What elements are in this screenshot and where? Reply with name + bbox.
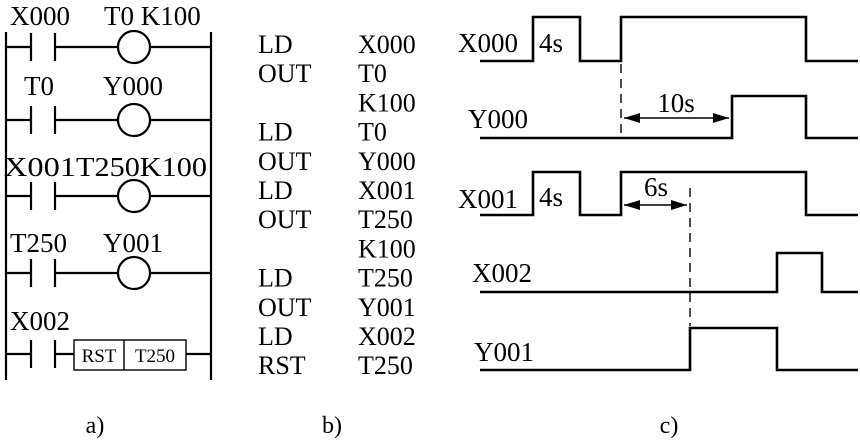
instruction-op: RST [258, 351, 306, 380]
ladder-rung-1: X000 T0 K100 [6, 1, 211, 65]
rung-wire [6, 33, 211, 61]
instruction-row: OUT Y001 [258, 293, 416, 322]
rst-instruction-label: RST [82, 346, 117, 367]
output-coil-y001 [116, 255, 152, 291]
arrow-right-icon [713, 113, 729, 123]
waveform-x000 [480, 15, 858, 63]
instruction-row: OUT T250 [258, 205, 413, 234]
instruction-arg: T250 [358, 264, 413, 293]
instruction-arg: X001 [358, 176, 416, 205]
instruction-op: LD [258, 322, 293, 351]
instruction-arg: Y001 [358, 293, 416, 322]
timing-diagram: X000 4s Y000 X001 4s X002 Y001 [458, 15, 858, 439]
rst-instruction-box [73, 339, 187, 371]
instruction-op: LD [258, 264, 293, 293]
signal-label-y000: Y000 [468, 104, 528, 134]
signal-y001: Y001 [474, 326, 858, 372]
instruction-row: LD T0 [258, 118, 387, 147]
signal-label-x000: X000 [458, 28, 518, 58]
instruction-arg: K100 [358, 88, 416, 117]
ladder-rung-4: T250 Y001 [6, 228, 211, 291]
instruction-row: OUT T0 [258, 59, 387, 88]
arrow-right-icon [671, 200, 687, 210]
instruction-op: OUT [258, 293, 312, 322]
coil-label-y000: Y000 [103, 71, 163, 101]
pulse-note-x001: 4s [539, 182, 563, 212]
caption-c: c) [660, 413, 679, 439]
instruction-arg: X002 [358, 322, 416, 351]
instruction-row: LD X000 [258, 30, 416, 59]
signal-label-x001: X001 [458, 184, 518, 214]
contact-label-t250: T250 [10, 228, 67, 258]
instruction-row: K100 [358, 234, 416, 263]
contact-label-t0: T0 [24, 71, 54, 101]
instruction-op: LD [258, 176, 293, 205]
instruction-row: K100 [358, 88, 416, 117]
waveform-x001 [480, 170, 858, 217]
ladder-rung-5: X002 RST T250 [6, 306, 211, 371]
coil-label-t250: T250K100 [76, 152, 207, 182]
instruction-op: LD [258, 30, 293, 59]
ladder-diagram: X000 T0 K100 T0 Y000 X001 T250K100 T250 … [4, 1, 213, 439]
signal-x001: X001 4s [458, 170, 858, 217]
timer-coil-t250 [116, 178, 152, 214]
caption-b: b) [322, 413, 342, 439]
rung-wire [6, 182, 211, 210]
delay-marker-10s: 10s [620, 64, 729, 134]
instruction-arg: T0 [358, 118, 387, 147]
rung-wire [6, 340, 211, 368]
instruction-row: LD X001 [258, 176, 416, 205]
waveform-x002 [480, 251, 858, 294]
waveform-y000 [480, 94, 858, 140]
instruction-row: RST T250 [258, 351, 413, 380]
delay-marker-6s: 6s [624, 172, 691, 326]
instruction-op: OUT [258, 205, 312, 234]
timer-coil-t0 [116, 29, 152, 65]
output-coil-y000 [116, 102, 152, 138]
instruction-row: LD T250 [258, 264, 413, 293]
delay-label-6s: 6s [644, 172, 668, 202]
coil-label-y001: Y001 [103, 228, 163, 258]
waveform-y001 [480, 326, 858, 372]
coil-label-t0: T0 K100 [104, 1, 201, 31]
instruction-op: OUT [258, 147, 312, 176]
instruction-arg: Y000 [358, 147, 416, 176]
instruction-arg: T250 [358, 351, 413, 380]
contact-label-x000: X000 [10, 1, 70, 31]
instruction-row: LD X002 [258, 322, 416, 351]
instruction-arg: K100 [358, 234, 416, 263]
instruction-arg: T250 [358, 205, 413, 234]
ladder-rung-3: X001 T250K100 [4, 152, 211, 214]
pulse-note-x000: 4s [539, 28, 563, 58]
signal-x000: X000 4s [458, 15, 858, 63]
arrow-left-icon [624, 200, 640, 210]
instruction-arg: T0 [358, 59, 387, 88]
instruction-row: OUT Y000 [258, 147, 416, 176]
signal-label-x002: X002 [472, 258, 532, 288]
instruction-op: LD [258, 118, 293, 147]
rst-target-label: T250 [135, 346, 175, 367]
rung-wire [6, 259, 211, 287]
contact-label-x002: X002 [10, 306, 70, 336]
instruction-arg: X000 [358, 30, 416, 59]
instruction-op: OUT [258, 59, 312, 88]
signal-y000: Y000 [468, 94, 858, 140]
caption-a: a) [86, 413, 105, 439]
rung-wire [6, 106, 211, 134]
delay-label-10s: 10s [657, 88, 695, 118]
signal-label-y001: Y001 [474, 337, 534, 367]
contact-label-x001: X001 [4, 152, 76, 182]
ladder-rung-2: T0 Y000 [6, 71, 211, 138]
signal-x002: X002 [472, 251, 858, 294]
arrow-left-icon [624, 113, 640, 123]
